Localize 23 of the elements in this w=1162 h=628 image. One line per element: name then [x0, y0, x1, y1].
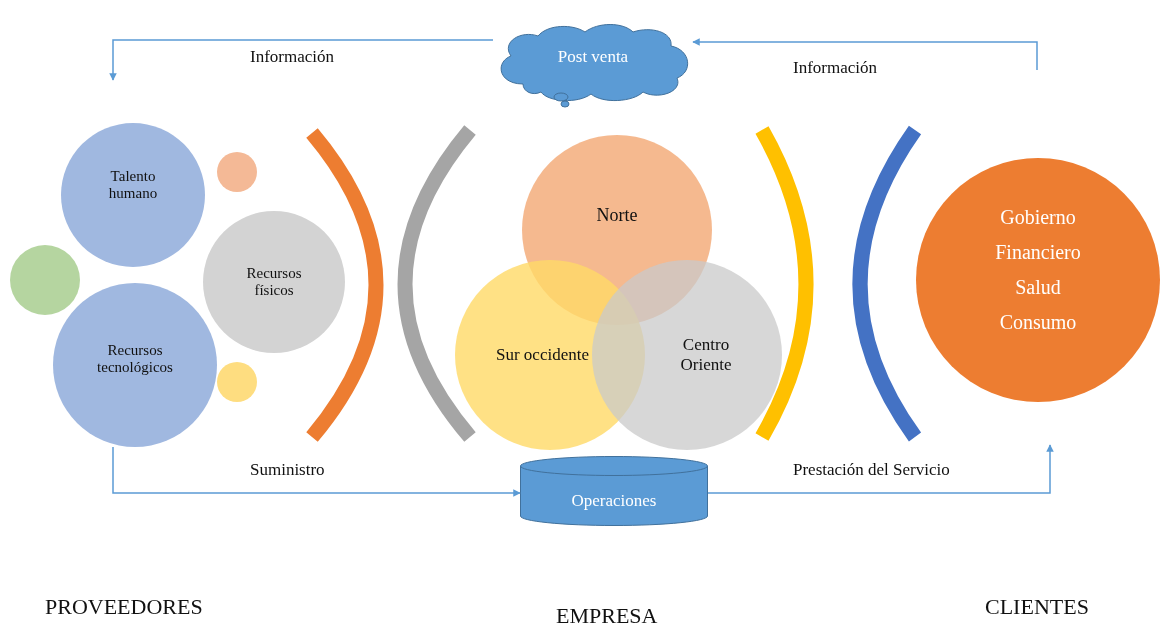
- node-label: Recursos físicos: [245, 264, 303, 300]
- node-label: Operaciones: [571, 491, 657, 511]
- arrow: [692, 38, 1038, 71]
- small-circle: [217, 152, 257, 192]
- arrow: [112, 446, 521, 497]
- node-label: Post venta: [557, 47, 629, 67]
- section-label: CLIENTES: [985, 594, 1089, 620]
- cylinder-shape: [520, 456, 708, 526]
- section-label: EMPRESA: [556, 603, 658, 628]
- node-label: Recursos tecnológicos: [96, 341, 174, 377]
- small-circle: [217, 362, 257, 402]
- arrow: [109, 39, 494, 81]
- arrow: [707, 444, 1054, 494]
- node-label: Centro Oriente: [679, 335, 733, 375]
- node-label: Consumo: [999, 310, 1077, 335]
- node-label: Financiero: [995, 240, 1081, 265]
- node-label: Norte: [596, 204, 638, 226]
- small-circle: [10, 245, 80, 315]
- section-label: PROVEEDORES: [45, 594, 203, 620]
- node-label: Talento humano: [107, 167, 159, 203]
- node-label: Salud: [1015, 275, 1061, 300]
- node-label: Sur occidente: [496, 345, 589, 365]
- node-label: Gobierno: [1000, 205, 1076, 230]
